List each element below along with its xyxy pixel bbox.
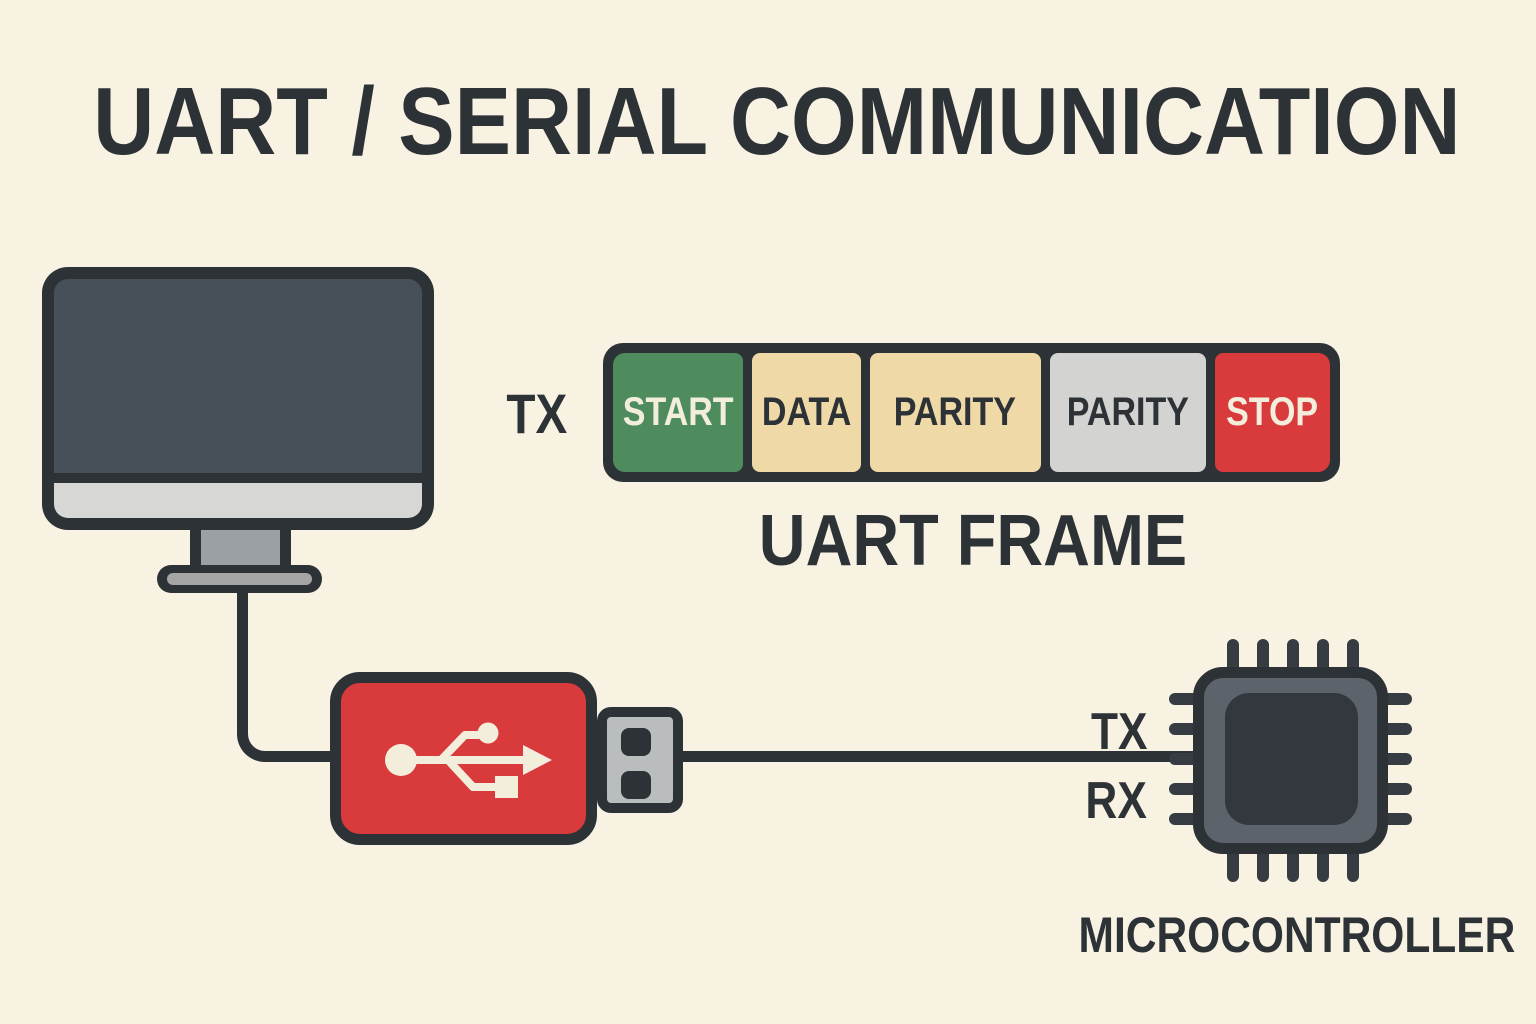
chip-pin (1169, 693, 1195, 705)
chip-pin (1386, 693, 1412, 705)
frame-segment-stop: STOP (1214, 353, 1330, 472)
chip-pin (1169, 813, 1195, 825)
chip-pin (1347, 852, 1359, 882)
chip-pin (1386, 753, 1412, 765)
frame-segment-parity: PARITY (1049, 353, 1206, 472)
chip-pin (1169, 753, 1195, 765)
monitor-base (157, 565, 322, 593)
usb-plug-hole (621, 771, 651, 799)
usb-trident-icon (385, 722, 552, 798)
chip-pin (1386, 783, 1412, 795)
monitor-base-highlight (167, 573, 312, 585)
chip-pin (1227, 639, 1239, 669)
frame-segment-parity: PARITY (869, 353, 1041, 472)
monitor-chin (54, 483, 422, 518)
monitor-screen (54, 279, 422, 473)
chip-pin (1317, 639, 1329, 669)
chip-pin (1347, 639, 1359, 669)
usb-to-chip-wire (680, 751, 1196, 762)
chip-pin (1386, 723, 1412, 735)
page-title-text: UART / SERIAL COMMUNICATION (93, 68, 1461, 175)
chip-rx-label: RX (1085, 772, 1147, 830)
usb-plug-hole (621, 728, 651, 756)
frame-segment-start: START (613, 353, 744, 472)
uart-frame: START DATA PARITY PARITY STOP (603, 343, 1340, 482)
frame-segment-data: DATA (752, 353, 861, 472)
uart-frame-caption: UART FRAME (758, 501, 1188, 581)
chip-pin (1257, 639, 1269, 669)
chip-pin (1257, 852, 1269, 882)
chip-pin (1227, 852, 1239, 882)
chip-tx-label: TX (1090, 703, 1148, 761)
chip-pin (1317, 852, 1329, 882)
chip-pin (1287, 639, 1299, 669)
frame-tx-label: TX (506, 382, 568, 445)
microcontroller-label: MICROCONTROLLER (1078, 907, 1516, 963)
monitor-to-usb-cable (237, 591, 335, 762)
chip-pin (1287, 852, 1299, 882)
chip-pin (1169, 783, 1195, 795)
chip-core (1225, 693, 1358, 825)
usb-adapter (330, 672, 597, 845)
monitor-stand (190, 528, 291, 568)
chip-pin (1386, 813, 1412, 825)
desktop-monitor-icon (42, 267, 434, 530)
chip-pin (1169, 723, 1195, 735)
page-title: UART / SERIAL COMMUNICATION (0, 74, 1536, 170)
